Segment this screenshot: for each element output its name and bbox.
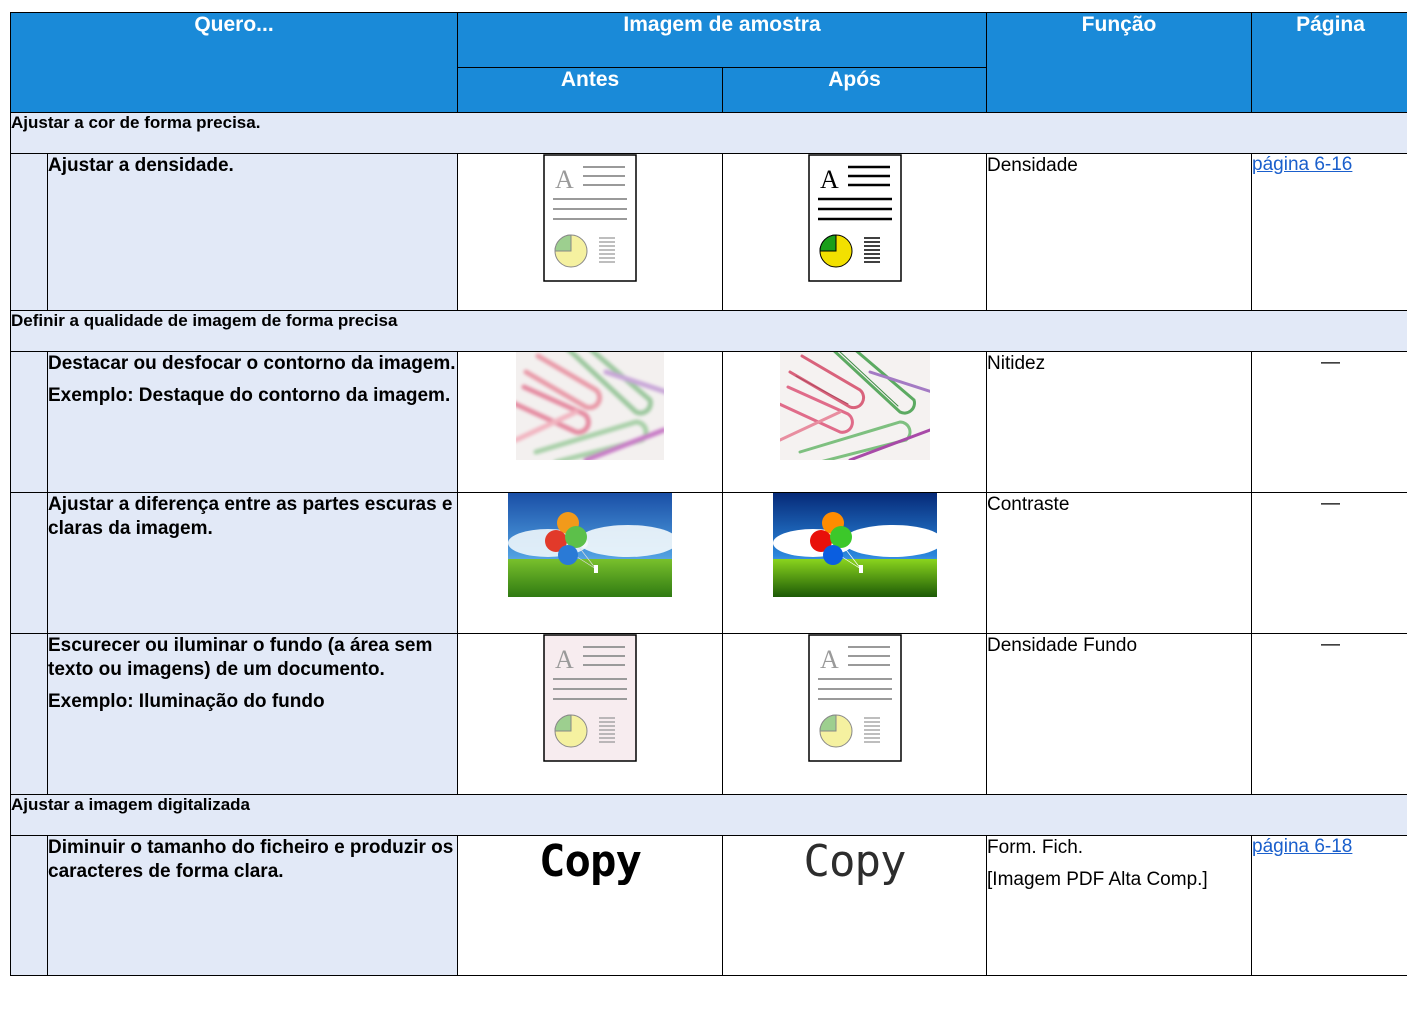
- document-sample-icon: A: [807, 154, 902, 282]
- want-text: Diminuir o tamanho do ficheiro e produzi…: [48, 837, 454, 882]
- document-sample-icon: A: [807, 634, 902, 762]
- sample-before: A: [457, 153, 724, 311]
- section-title: Ajustar a imagem digitalizada: [10, 794, 1407, 836]
- copy-sample-text: Copy: [803, 836, 907, 887]
- want-text: Escurecer ou iluminar o fundo (a área se…: [48, 635, 433, 680]
- want-cell: Destacar ou desfocar o contorno da image…: [46, 351, 459, 493]
- sample-after: A: [722, 153, 988, 311]
- row-indent: [10, 835, 48, 976]
- function-cell: Densidade Fundo: [986, 633, 1253, 795]
- sample-after: [722, 351, 988, 493]
- header-sample-image: Imagem de amostra: [457, 12, 988, 68]
- section-title: Ajustar a cor de forma precisa.: [10, 112, 1407, 154]
- feature-table: Quero... Imagem de amostra Função Página…: [10, 12, 1407, 976]
- sample-after: Copy: [722, 835, 988, 976]
- page-cell: —: [1251, 351, 1407, 493]
- page-cell: página 6-16: [1251, 153, 1407, 311]
- svg-text:A: A: [820, 645, 839, 674]
- sample-before: A: [457, 633, 724, 795]
- want-example: Exemplo: Iluminação do fundo: [48, 691, 325, 712]
- header-page: Página: [1251, 12, 1407, 113]
- sample-after: [722, 492, 988, 634]
- page-link[interactable]: página 6-18: [1252, 836, 1353, 857]
- balloons-photo: [772, 493, 937, 597]
- header-after: Após: [722, 67, 988, 113]
- sample-after: A: [722, 633, 988, 795]
- header-function: Função: [986, 12, 1253, 113]
- paperclips-photo: [516, 352, 665, 460]
- row-indent: [10, 633, 48, 795]
- page-link[interactable]: página 6-16: [1252, 154, 1353, 175]
- function-text: Densidade: [987, 155, 1078, 176]
- want-cell: Diminuir o tamanho do ficheiro e produzi…: [46, 835, 459, 976]
- paperclips-photo: [779, 352, 930, 460]
- function-cell: Contraste: [986, 492, 1253, 634]
- function-text: Nitidez: [987, 353, 1046, 374]
- page-cell: —: [1251, 633, 1407, 795]
- function-detail: [Imagem PDF Alta Comp.]: [987, 869, 1208, 890]
- sample-before: [457, 492, 724, 634]
- want-text: Ajustar a densidade.: [48, 155, 234, 176]
- function-cell: Form. Fich. [Imagem PDF Alta Comp.]: [986, 835, 1253, 976]
- feature-reference-table-page: Quero... Imagem de amostra Função Página…: [10, 12, 1407, 1017]
- want-cell: Ajustar a diferença entre as partes escu…: [46, 492, 459, 634]
- sample-before: [457, 351, 724, 493]
- svg-text:A: A: [555, 645, 574, 674]
- function-cell: Nitidez: [986, 351, 1253, 493]
- row-indent: [10, 351, 48, 493]
- page-cell: página 6-18: [1251, 835, 1407, 976]
- section-title: Definir a qualidade de imagem de forma p…: [10, 310, 1407, 352]
- page-cell: —: [1251, 492, 1407, 634]
- want-cell: Ajustar a densidade.: [46, 153, 459, 311]
- want-cell: Escurecer ou iluminar o fundo (a área se…: [46, 633, 459, 795]
- function-text: Form. Fich.: [987, 837, 1084, 858]
- sample-before: Copy: [457, 835, 724, 976]
- function-text: Contraste: [987, 494, 1070, 515]
- want-example: Exemplo: Destaque do contorno da imagem.: [48, 385, 451, 406]
- document-sample-icon: A: [543, 154, 637, 282]
- balloons-photo: [508, 493, 673, 597]
- header-want: Quero...: [10, 12, 459, 113]
- copy-sample-text: Copy: [539, 836, 642, 887]
- header-before: Antes: [457, 67, 724, 113]
- document-sample-icon: A: [543, 634, 637, 762]
- row-indent: [10, 492, 48, 634]
- svg-text:A: A: [820, 165, 839, 194]
- row-indent: [10, 153, 48, 311]
- svg-text:A: A: [555, 165, 574, 194]
- want-text: Destacar ou desfocar o contorno da image…: [48, 353, 456, 374]
- function-text: Densidade Fundo: [987, 635, 1138, 656]
- want-text: Ajustar a diferença entre as partes escu…: [48, 494, 453, 539]
- function-cell: Densidade: [986, 153, 1253, 311]
